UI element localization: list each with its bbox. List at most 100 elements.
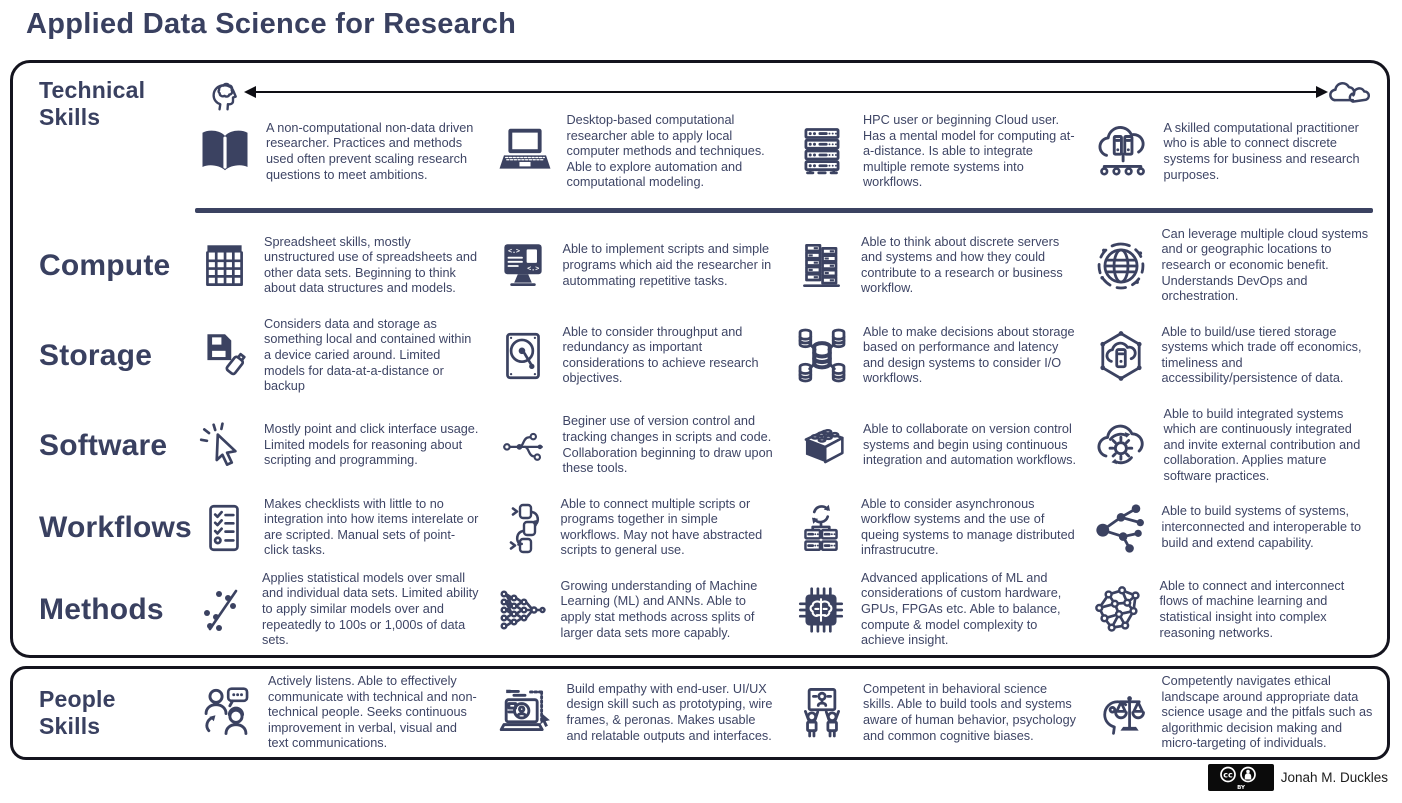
percent-scatter-icon [195,582,251,638]
brain-chip-icon [792,581,850,639]
skill-text: Able to build integrated systems which a… [1163,406,1361,484]
git-branch-icon [494,421,552,471]
skill-item: Able to connect multiple scripts or prog… [494,497,779,559]
skill-text: HPC user or beginning Cloud user. Has a … [863,113,1075,190]
spreadsheet-icon [195,237,253,295]
skill-text: Makes checklists with little to no integ… [264,496,479,558]
row-workflows: Workflows Makes checklists with little t… [27,497,1375,559]
checklist-icon [195,499,253,557]
skill-item: Makes checklists with little to no integ… [195,497,480,559]
ethics-scale-icon [1091,683,1151,743]
skill-spectrum [195,71,1375,113]
queue-servers-icon [792,499,850,557]
row-technical-skills: Technical Skills [27,71,1375,191]
skill-item: Growing understanding of Machine Learnin… [494,579,779,641]
thinking-head-icon [205,72,245,112]
skill-item: Able to consider throughput and redundan… [494,325,779,387]
skill-text: Growing understanding of Machine Learnin… [560,578,758,640]
skill-text: A skilled computational practitioner who… [1163,120,1360,182]
skill-item: <.> <.> Able to implement scripts and si… [494,237,779,295]
network-nodes-icon [1091,498,1151,558]
open-book-icon [195,122,255,182]
row-label-compute: Compute [39,248,171,282]
database-network-icon [792,326,852,386]
skill-text: Able to make decisions about storage bas… [863,324,1075,386]
laptop-icon [494,121,556,183]
skill-text: Desktop-based computational researcher a… [566,113,765,190]
skill-text: Applies statistical models over small an… [262,570,479,648]
cc-by-badge-icon: cc BY [1207,764,1274,791]
skill-item: Able to build/use tiered storage systems… [1091,325,1376,387]
skill-text: Spreadsheet skills, mostly unstructured … [264,234,478,296]
skill-text: Build empathy with end-user. UI/UX desig… [566,681,773,743]
row-compute: Compute Spreadsheet skills, mostly unstr… [27,227,1375,305]
row-software: Software Mostly point and click interfac… [27,407,1375,485]
skill-item: Able to think about discrete servers and… [792,235,1077,297]
technical-divider [195,207,1373,213]
skill-text: Able to think about discrete servers and… [861,234,1063,296]
skill-text: Able to consider asynchronous workflow s… [861,496,1075,558]
svg-text:<.>: <.> [527,264,539,272]
author-name: Jonah M. Duckles [1280,770,1388,785]
skill-item: A skilled computational practitioner who… [1091,121,1376,183]
skill-text: Able to consider throughput and redundan… [562,324,759,386]
server-rack-icon [792,122,852,182]
svg-text:<.>: <.> [507,247,519,255]
row-label-technical-skills: Technical Skills [39,77,146,131]
skill-text: Beginer use of version control and track… [562,414,773,476]
arrow-right-head [1316,85,1328,98]
server-cluster-icon [792,237,850,295]
skill-item: Actively listens. Able to effectively co… [195,674,480,752]
row-storage: Storage Considers data and storage as so… [27,317,1375,395]
skill-item: Desktop-based computational researcher a… [494,113,779,191]
lego-brick-icon [792,416,852,476]
skill-item: HPC user or beginning Cloud user. Has a … [792,113,1077,191]
skill-text: Able to build/use tiered storage systems… [1161,324,1362,386]
cloud-doodle-icon [1327,78,1371,107]
skill-text: Advanced applications of ML and consider… [861,570,1062,648]
cursor-icon [195,417,253,475]
skill-item: Mostly point and click interface usage. … [195,417,480,475]
cloud-servers-icon [1091,121,1153,183]
skill-item: Able to collaborate on version control s… [792,416,1077,476]
svg-text:BY: BY [1237,785,1246,791]
skill-item: Able to build systems of systems, interc… [1091,498,1376,558]
row-label-workflows: Workflows [39,510,192,544]
graph-network-icon [1091,581,1149,639]
row-label-methods: Methods [39,592,164,626]
row-label-software: Software [39,428,168,462]
skill-spectrum-arrow [244,85,1328,98]
skill-text: Actively listens. Able to effectively co… [268,673,477,751]
skill-item: Can leverage multiple cloud systems and … [1091,227,1376,305]
skill-item: Competently navigates ethical landscape … [1091,674,1376,752]
skill-item: Able to consider asynchronous workflow s… [792,497,1077,559]
skill-text: Considers data and storage as something … [264,316,472,394]
skill-item: Build empathy with end-user. UI/UX desig… [494,682,779,744]
page-title: Applied Data Science for Research [26,8,517,40]
arrow-left-head [244,85,256,98]
skill-item: Able to make decisions about storage bas… [792,325,1077,387]
skill-item: Able to build integrated systems which a… [1091,407,1376,485]
skill-item: Able to connect and interconnect flows o… [1091,579,1376,641]
license-credit: cc BY Jonah M. Duckles [1207,764,1388,791]
skill-item: A non-computational non-data driven rese… [195,121,480,183]
technical-skills-panel: Technical Skills [10,60,1390,658]
flow-boxes-icon [494,500,550,556]
row-label-storage: Storage [39,338,153,372]
uiux-design-icon [494,682,556,744]
skill-text: Able to collaborate on version control s… [863,422,1076,468]
skill-text: Able to build systems of systems, interc… [1161,504,1362,550]
skill-item: Applies statistical models over small an… [195,571,480,649]
skill-text: A non-computational non-data driven rese… [266,120,474,182]
row-label-people-skills: People Skills [39,685,116,739]
code-monitor-icon: <.> <.> [494,237,552,295]
cloud-gear-icon [1091,415,1153,477]
tiered-storage-icon [1091,326,1151,386]
skill-item: Beginer use of version control and track… [494,414,779,476]
skill-item: Spreadsheet skills, mostly unstructured … [195,235,480,297]
people-skills-panel: People Skills Actively listens. Able [10,666,1390,760]
behavioral-science-icon [792,683,852,743]
portable-storage-icon [195,327,253,385]
hard-drive-icon [494,327,552,385]
svg-text:cc: cc [1223,770,1233,779]
